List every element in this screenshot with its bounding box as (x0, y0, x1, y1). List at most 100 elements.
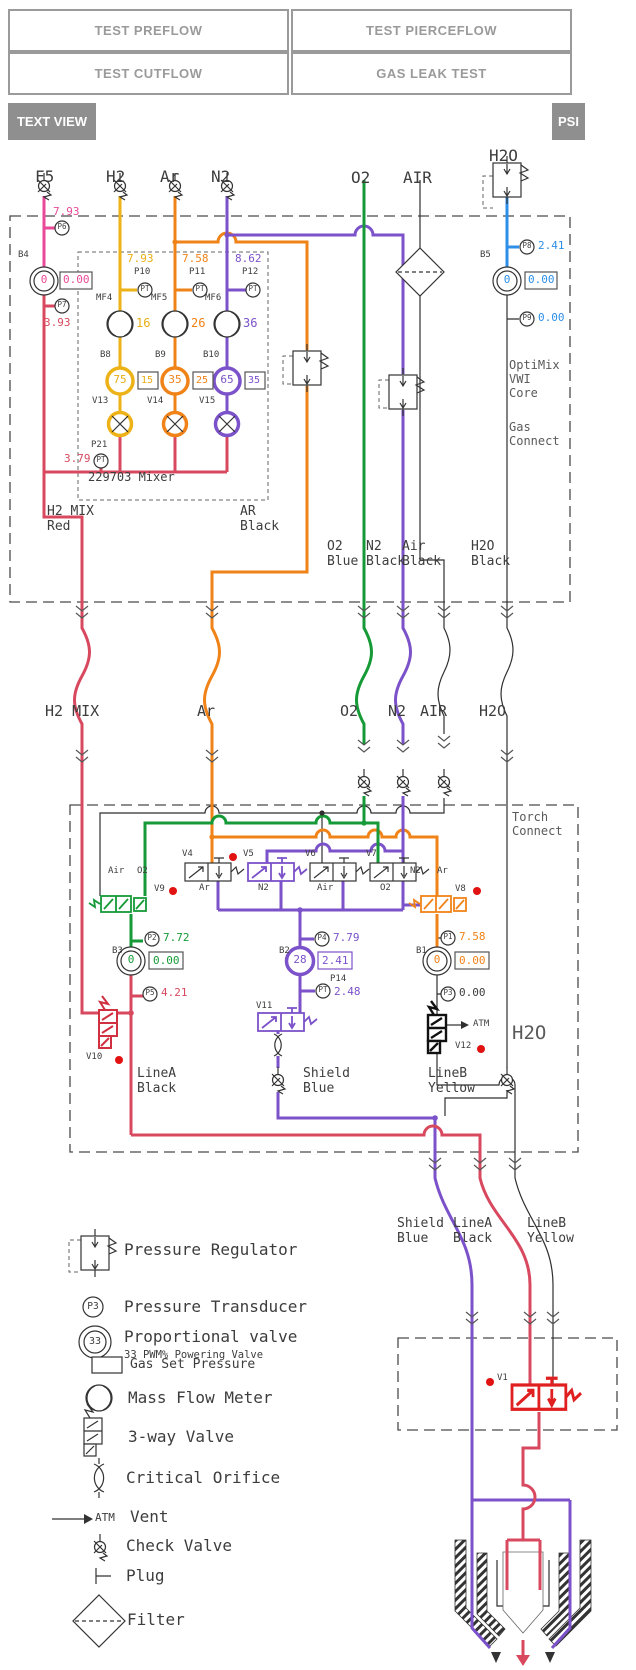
gas-leak-test-button[interactable]: GAS LEAK TEST (291, 52, 572, 95)
legend-prop-sub: 33 PWM% Powering Valve (124, 1349, 264, 1361)
legend-prop: Proportional valve (124, 1327, 298, 1346)
legend-filter: Filter (127, 1610, 185, 1629)
b8-value: 75 (113, 373, 127, 386)
v5-id: V5 (243, 849, 254, 859)
p6-id: P6 (57, 222, 67, 231)
optimix-note: OptiMix VWI Core (509, 358, 560, 401)
p3-id: P3 (443, 988, 453, 997)
pipe-n2: N2 Black (366, 539, 406, 570)
out-lineb-label: LineB Yellow (527, 1216, 574, 1247)
f5-line (42, 196, 55, 267)
units-psi-toggle[interactable]: PSI (552, 103, 585, 140)
hose-ar: Ar (197, 702, 216, 720)
v5-out: N2 (258, 883, 269, 893)
p5-value: 4.21 (161, 986, 188, 999)
mf5-id: MF5 (151, 293, 168, 303)
p11-id: P11 (189, 267, 206, 277)
p14-tag: PT (318, 985, 328, 994)
b8-set: 15 (141, 375, 154, 386)
mf4-value: 16 (136, 316, 151, 330)
legend-misc-icons (52, 1356, 123, 1584)
mix-valve-icons (106, 410, 241, 438)
b1-set: 0.00 (459, 954, 486, 967)
v7-out: O2 (380, 883, 391, 893)
plasma-arrow (516, 1655, 530, 1666)
b9-id: B9 (155, 350, 166, 360)
mf6-value: 36 (243, 316, 258, 330)
b4-id: B4 (18, 250, 29, 260)
v11-id: V11 (256, 1001, 273, 1011)
pipe-o2: O2 Blue (327, 539, 359, 570)
torch-nozzle (454, 1539, 592, 1647)
legend-gas-set: Gas Set Pressure (130, 1357, 256, 1372)
enclosure-boxes (9, 175, 618, 1431)
p6-value: 7.93 (53, 205, 80, 218)
p14-id: P14 (330, 974, 347, 984)
b3-id: B3 (112, 946, 123, 956)
v4-id: V4 (182, 849, 193, 859)
b8-id: B8 (100, 350, 111, 360)
filter-icon (72, 247, 445, 1648)
b2-id: B2 (279, 946, 290, 956)
out-linea-label: LineA Black (453, 1216, 493, 1247)
b3-set: 0.00 (153, 954, 180, 967)
test-preflow-button[interactable]: TEST PREFLOW (8, 9, 289, 52)
proportional-valve-icons (29, 266, 522, 1359)
b9-set: 25 (196, 375, 209, 386)
hose-o2: O2 (340, 702, 359, 720)
three-way-valve-icons (83, 995, 448, 1457)
p12-id: P12 (242, 267, 259, 277)
v9-id: V9 (154, 884, 165, 894)
b4-set: 0.00 (63, 273, 90, 286)
v9-in-right: O2 (137, 866, 148, 876)
p10-id: P10 (134, 267, 151, 277)
legend-three-way: 3-way Valve (128, 1427, 234, 1446)
legend-atm: ATM (95, 1511, 115, 1524)
b5-set: 0.00 (528, 273, 555, 286)
p8-id: P8 (522, 241, 532, 250)
hose-n2: N2 (388, 702, 407, 720)
shield-label: Shield Blue (303, 1066, 350, 1097)
legend-regulator: Pressure Regulator (124, 1240, 298, 1259)
v6-out: Air (317, 883, 334, 893)
legend-vent: Vent (130, 1507, 169, 1526)
text-view-toggle[interactable]: TEXT VIEW (8, 103, 96, 140)
v14-id: V14 (147, 396, 164, 406)
o2-line (129, 180, 380, 947)
legend-plug: Plug (126, 1566, 165, 1585)
source-n2: N2 (211, 167, 231, 186)
v4-out: Ar (199, 883, 210, 893)
lineb-label: LineB Yellow (428, 1066, 475, 1097)
v6-id: V6 (305, 849, 316, 859)
test-cutflow-button[interactable]: TEST CUTFLOW (8, 52, 289, 95)
junction-dots (128, 232, 438, 1121)
v15-id: V15 (199, 396, 216, 406)
mf5-value: 26 (191, 316, 206, 330)
b1-id: B1 (416, 946, 427, 956)
source-o2: O2 (351, 168, 371, 187)
p11-tag: PT (195, 284, 205, 293)
mixer-label: 229703 Mixer (88, 470, 175, 484)
legend-prop-sym: 33 (88, 1336, 102, 1347)
set-pressure-boxes (59, 271, 558, 970)
gas-connect-note: Gas Connect (509, 420, 560, 449)
source-h2: H2 (106, 167, 126, 186)
p3-value: 0.00 (459, 986, 486, 999)
transducer-circles (54, 220, 535, 1318)
v10-id: V10 (86, 1052, 103, 1062)
v8-in-right: Ar (437, 866, 448, 876)
b9-value: 35 (168, 373, 182, 386)
source-ar: Ar (160, 167, 180, 186)
p21-value: 3.79 (64, 452, 91, 465)
torch-connect-note: Torch Connect (512, 810, 563, 839)
v8-id: V8 (455, 884, 466, 894)
source-h2o: H2O (489, 146, 518, 165)
p1-value: 7.58 (459, 930, 486, 943)
ar-line (173, 196, 439, 947)
b2-set: 2.41 (322, 954, 349, 967)
p1-id: P1 (443, 932, 453, 941)
mf4-id: MF4 (96, 293, 113, 303)
h2o-blue-line (505, 196, 519, 267)
test-pierceflow-button[interactable]: TEST PIERCEFLOW (291, 9, 572, 52)
pipe-h2mix: H2 MIX Red (47, 504, 94, 535)
